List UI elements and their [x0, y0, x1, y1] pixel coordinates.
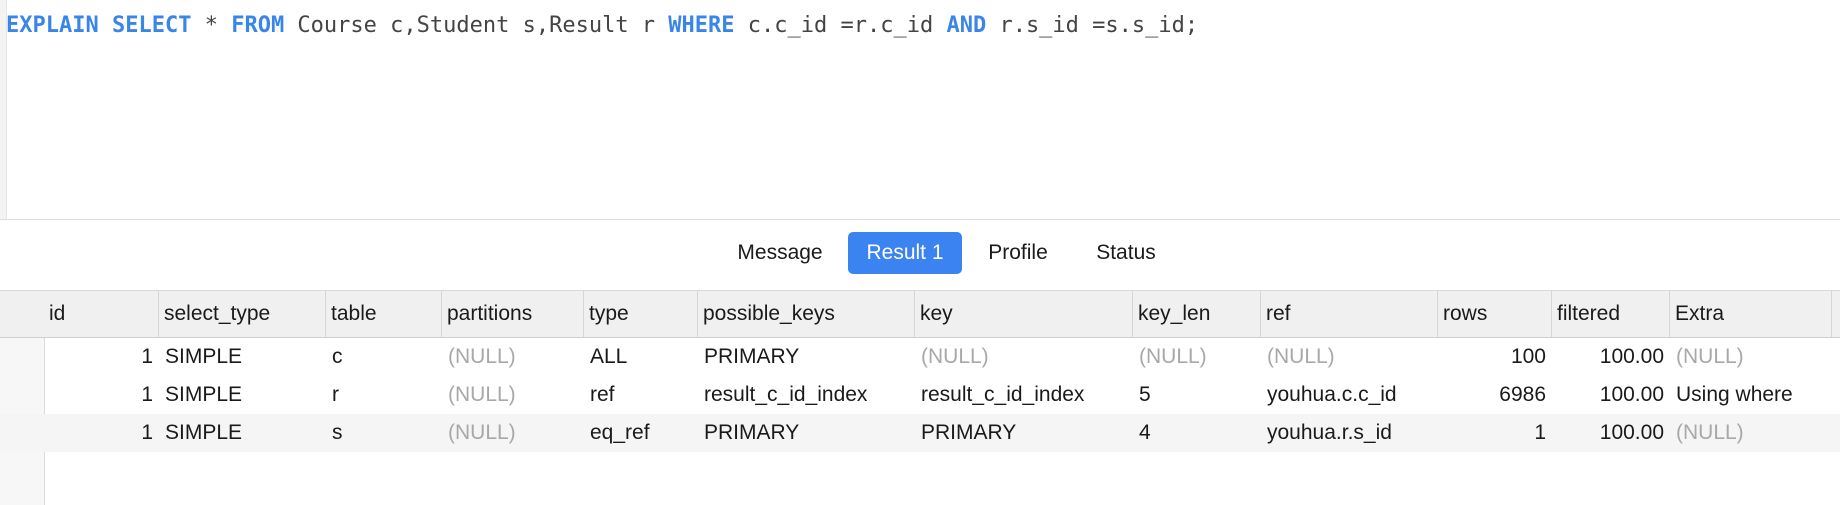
cell-possible-keys[interactable]: PRIMARY	[704, 421, 800, 444]
cell-rows[interactable]: 1	[1534, 421, 1546, 444]
table-row[interactable]: 1 SIMPLE s (NULL) eq_ref PRIMARY PRIMARY 4 youhu…	[0, 414, 1840, 452]
column-header-key-len[interactable]: key_len	[1133, 291, 1261, 337]
cell-ref[interactable]: youhua.r.s_id	[1267, 421, 1392, 444]
cell-key[interactable]: result_c_id_index	[921, 383, 1085, 406]
tab-message[interactable]: Message	[737, 241, 823, 264]
cell-type[interactable]: ALL	[590, 345, 628, 368]
column-header-rows[interactable]: rows	[1438, 291, 1552, 337]
tab-result-1[interactable]: Result 1	[848, 232, 962, 274]
sql-keyword: FROM	[231, 13, 285, 38]
column-header-filtered[interactable]: filtered	[1552, 291, 1670, 337]
cell-table[interactable]: c	[332, 345, 343, 368]
column-header-partitions[interactable]: partitions	[442, 291, 584, 337]
cell-id[interactable]: 1	[141, 421, 153, 444]
cell-table[interactable]: s	[332, 421, 343, 444]
result-tabs: Message Result 1 Profile Status	[0, 232, 1840, 274]
cell-type[interactable]: ref	[590, 383, 615, 406]
cell-partitions[interactable]: (NULL)	[448, 421, 516, 444]
column-header-extra[interactable]: Extra	[1670, 291, 1832, 337]
column-header-possible-keys[interactable]: possible_keys	[698, 291, 915, 337]
cell-possible-keys[interactable]: PRIMARY	[704, 345, 800, 368]
cell-id[interactable]: 1	[141, 345, 153, 368]
column-header-id[interactable]: id	[44, 291, 159, 337]
cell-id[interactable]: 1	[141, 383, 153, 406]
cell-filtered[interactable]: 100.00	[1599, 383, 1664, 406]
sql-keyword: WHERE	[668, 13, 735, 38]
cell-extra[interactable]: (NULL)	[1676, 421, 1744, 444]
sql-query-text[interactable]: EXPLAIN SELECT * FROM Course c,Student s…	[6, 11, 1198, 41]
sql-text: c.c_id =r.c_id	[734, 13, 947, 38]
cell-table[interactable]: r	[332, 383, 339, 406]
cell-ref[interactable]: (NULL)	[1267, 345, 1335, 368]
cell-select-type[interactable]: SIMPLE	[165, 383, 243, 406]
cell-key[interactable]: PRIMARY	[921, 421, 1017, 444]
sql-editor[interactable]: EXPLAIN SELECT * FROM Course c,Student s…	[0, 0, 1840, 220]
cell-partitions[interactable]: (NULL)	[448, 383, 516, 406]
table-row[interactable]: 1 SIMPLE c (NULL) ALL PRIMARY (NULL) (NULL) (NUL…	[0, 338, 1840, 376]
sql-keyword: EXPLAIN	[6, 13, 99, 38]
cell-key-len[interactable]: 4	[1139, 421, 1151, 444]
cell-filtered[interactable]: 100.00	[1599, 421, 1664, 444]
cell-key-len[interactable]: (NULL)	[1139, 345, 1207, 368]
cell-rows[interactable]: 100	[1510, 345, 1546, 368]
cell-filtered[interactable]: 100.00	[1599, 345, 1664, 368]
sql-text: *	[191, 13, 232, 38]
cell-partitions[interactable]: (NULL)	[448, 345, 516, 368]
sql-text: r.s_id =s.s_id;	[986, 13, 1199, 38]
cell-key-len[interactable]: 5	[1139, 383, 1151, 406]
cell-select-type[interactable]: SIMPLE	[165, 421, 243, 444]
tab-profile[interactable]: Profile	[988, 241, 1048, 264]
sql-text: Course c,Student s,Result r	[284, 13, 669, 38]
cell-extra[interactable]: Using where	[1676, 383, 1793, 406]
cell-possible-keys[interactable]: result_c_id_index	[704, 383, 868, 406]
cell-type[interactable]: eq_ref	[590, 421, 650, 444]
cell-key[interactable]: (NULL)	[921, 345, 989, 368]
table-row[interactable]: 1 SIMPLE r (NULL) ref result_c_id_index result…	[0, 376, 1840, 414]
column-header-type[interactable]: type	[584, 291, 698, 337]
column-header-table[interactable]: table	[326, 291, 442, 337]
sql-text	[99, 13, 112, 38]
cell-ref[interactable]: youhua.c.c_id	[1267, 383, 1397, 406]
cell-select-type[interactable]: SIMPLE	[165, 345, 243, 368]
column-header-key[interactable]: key	[915, 291, 1133, 337]
tab-status[interactable]: Status	[1096, 241, 1156, 264]
sql-keyword: AND	[946, 13, 987, 38]
cell-extra[interactable]: (NULL)	[1676, 345, 1744, 368]
sql-keyword: SELECT	[111, 13, 192, 38]
column-header-ref[interactable]: ref	[1261, 291, 1438, 337]
column-header-select-type[interactable]: select_type	[159, 291, 326, 337]
cell-rows[interactable]: 6986	[1499, 383, 1546, 406]
